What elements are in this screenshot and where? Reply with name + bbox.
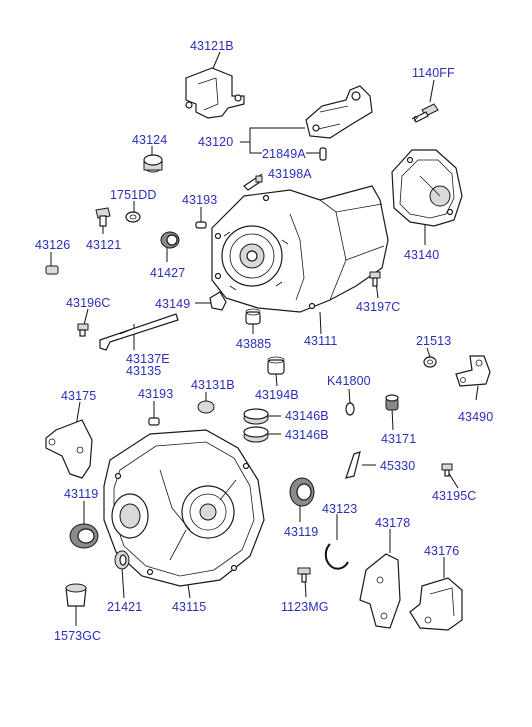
part-43193-pin-lower: [148, 417, 160, 426]
label-21421: 21421: [107, 600, 143, 614]
label-43171: 43171: [381, 432, 417, 446]
part-43171-fitting: [385, 394, 399, 411]
label-43885: 43885: [236, 337, 272, 351]
part-41427-seal: [160, 231, 180, 249]
label-43149: 43149: [155, 297, 191, 311]
part-43119-seal-left: [69, 523, 99, 549]
label-43135: 43135: [126, 364, 162, 378]
label-43124: 43124: [132, 133, 168, 147]
label-43198A: 43198A: [268, 167, 312, 181]
label-43146B-upper: 43146B: [285, 409, 329, 423]
part-43198A-bolt: [243, 175, 263, 191]
label-43146B-lower: 43146B: [285, 428, 329, 442]
part-21849A-pin: [319, 147, 327, 161]
part-43194B-plug: [267, 356, 285, 375]
label-45330: 45330: [380, 459, 416, 473]
label-1123MG: 1123MG: [281, 600, 329, 614]
part-21421-ring: [114, 550, 130, 570]
part-43124-bushing: [143, 154, 163, 173]
part-1123MG-bolt: [297, 567, 311, 583]
label-43178: 43178: [375, 516, 411, 530]
label-43176: 43176: [424, 544, 460, 558]
part-45330-clip: [345, 451, 361, 479]
part-K41800-washer: [345, 402, 355, 416]
part-43119-seal-right: [289, 477, 315, 507]
label-43196C: 43196C: [66, 296, 111, 310]
label-1140FF: 1140FF: [412, 66, 455, 80]
part-43126-plug: [45, 265, 59, 275]
label-43195C: 43195C: [432, 489, 477, 503]
label-K41800: K41800: [327, 374, 371, 388]
label-43119-left: 43119: [64, 487, 99, 501]
part-43178-bracket: [359, 553, 401, 629]
label-43175: 43175: [61, 389, 97, 403]
part-43123-snapring: [324, 543, 349, 570]
part-43115-clutch-housing: [103, 429, 265, 587]
part-43195C-bolt: [441, 463, 453, 477]
part-43885-sleeve: [245, 308, 261, 325]
part-43176-bracket: [409, 577, 463, 631]
label-43115: 43115: [172, 600, 207, 614]
label-43123: 43123: [322, 502, 358, 516]
part-43490-bracket: [455, 355, 491, 387]
part-43175-bracket: [45, 419, 93, 479]
label-43194B: 43194B: [255, 388, 299, 402]
label-21849A: 21849A: [262, 147, 306, 161]
part-43196C-bolt: [77, 323, 89, 337]
label-43119-right: 43119: [284, 525, 319, 539]
part-43140-cover: [391, 149, 463, 227]
part-43137E-43135-rod: [99, 313, 179, 351]
part-43121-bolt: [95, 207, 111, 227]
label-43193-top: 43193: [182, 193, 218, 207]
label-43120: 43120: [198, 135, 234, 149]
label-43197C: 43197C: [356, 300, 401, 314]
label-43121: 43121: [86, 238, 122, 252]
part-1573GC-cap: [65, 583, 87, 607]
part-43111-transmission-case: [211, 185, 389, 313]
part-43120-bracket: [305, 85, 373, 139]
label-43131B: 43131B: [191, 378, 235, 392]
label-1573GC: 1573GC: [54, 629, 102, 643]
label-41427: 41427: [150, 266, 186, 280]
part-1751DD-washer: [125, 211, 141, 223]
part-43197C-bolt: [369, 271, 381, 287]
part-43146B-bushings: [243, 408, 269, 443]
label-43126: 43126: [35, 238, 71, 252]
label-43111: 43111: [304, 334, 338, 348]
part-43131B-cap: [197, 400, 215, 414]
part-43149-clip: [209, 291, 227, 311]
part-1140FF-bolt: [411, 103, 439, 123]
label-43490: 43490: [458, 410, 494, 424]
label-43121B: 43121B: [190, 39, 234, 53]
label-21513: 21513: [416, 334, 452, 348]
part-21513-washer: [423, 356, 437, 368]
label-43137E: 43137E: [126, 352, 170, 366]
label-43193-lower: 43193: [138, 387, 174, 401]
label-43140: 43140: [404, 248, 440, 262]
label-1751DD: 1751DD: [110, 188, 157, 202]
part-43193-pin-top: [195, 221, 207, 229]
part-43121B-bracket: [185, 67, 245, 119]
